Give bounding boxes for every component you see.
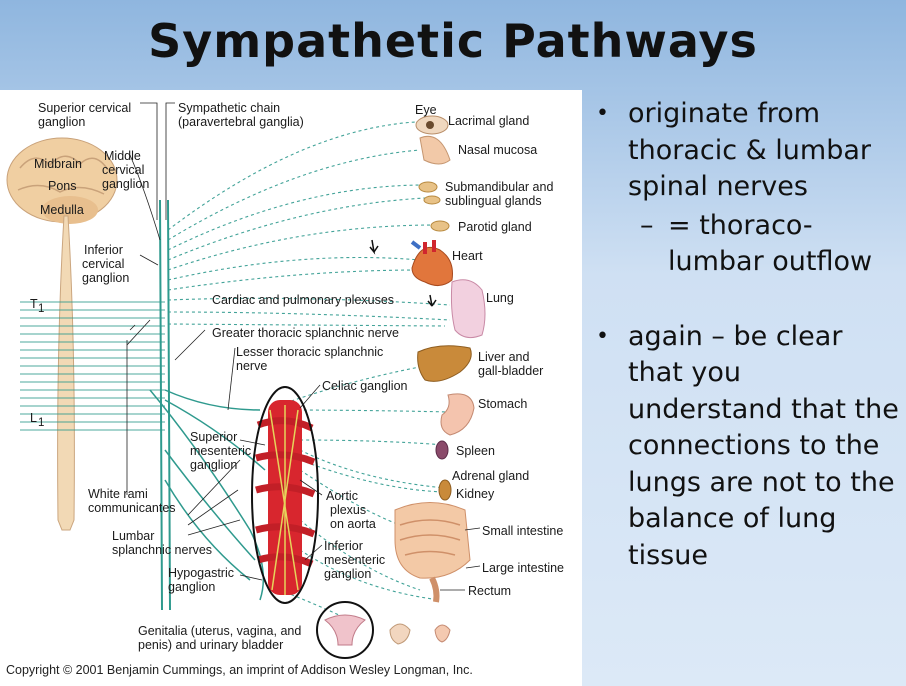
svg-text:ganglion: ganglion	[38, 115, 85, 129]
svg-text:penis) and urinary bladder: penis) and urinary bladder	[138, 638, 283, 652]
svg-text:nerve: nerve	[236, 359, 267, 373]
svg-text:Superior cervical: Superior cervical	[38, 101, 131, 115]
label-rectum: Rectum	[468, 584, 511, 598]
parotid-illustration	[430, 220, 450, 232]
svg-text:cervical: cervical	[82, 257, 124, 271]
label-lacrimal-gland: Lacrimal gland	[448, 114, 529, 128]
label-l1: L	[30, 411, 37, 425]
label-celiac-ganglion: Celiac ganglion	[322, 379, 408, 393]
label-submandibular: Submandibular and	[445, 180, 553, 194]
svg-text:ganglion: ganglion	[168, 580, 215, 594]
bullet-text: originate from thoracic & lumbar spinal …	[628, 98, 871, 202]
spleen-illustration	[435, 440, 449, 460]
bullet-text: again – be clear that you understand tha…	[628, 320, 899, 571]
svg-text:cervical: cervical	[102, 163, 144, 177]
label-medulla: Medulla	[40, 203, 84, 217]
label-pons: Pons	[48, 179, 77, 193]
label-t1: T	[30, 297, 38, 311]
label-white-rami: White rami	[88, 487, 148, 501]
label-heart: Heart	[452, 249, 483, 263]
uterus-illustration	[324, 614, 366, 646]
svg-text:ganglion: ganglion	[324, 567, 371, 581]
svg-text:splanchnic nerves: splanchnic nerves	[112, 543, 212, 557]
label-liver: Liver and	[478, 350, 529, 364]
annotation-circle-aorta	[251, 386, 319, 604]
svg-text:ganglion: ganglion	[102, 177, 149, 191]
annotation-arrow-2	[427, 294, 437, 307]
svg-text:ganglion: ganglion	[190, 458, 237, 472]
submandibular-illustration	[418, 181, 438, 193]
label-kidney: Kidney	[456, 487, 495, 501]
label-inferior-mesenteric: Inferior	[324, 539, 363, 553]
svg-text:1: 1	[38, 303, 44, 315]
sub-bullet-item: – = thoraco-lumbar outflow	[590, 208, 902, 281]
label-superior-mesenteric: Superior	[190, 430, 237, 444]
annotation-arrow-1	[369, 239, 379, 255]
kidney-illustration	[438, 479, 452, 501]
label-aortic-plexus: Aortic	[326, 489, 358, 503]
nasal-mucosa-illustration	[419, 135, 451, 165]
label-cardiac-plexuses: Cardiac and pulmonary plexuses	[212, 293, 394, 307]
slide-title: Sympathetic Pathways	[148, 14, 758, 68]
bullet-dot-icon: •	[596, 323, 609, 349]
svg-text:gall-bladder: gall-bladder	[478, 364, 543, 378]
sympathetic-chain	[159, 199, 171, 611]
aorta-plexus	[255, 400, 316, 595]
heart-illustration	[410, 240, 453, 286]
svg-text:plexus: plexus	[330, 503, 366, 517]
label-nasal-mucosa: Nasal mucosa	[458, 143, 537, 157]
eye-illustration	[415, 115, 449, 135]
copyright-notice: Copyright © 2001 Benjamin Cummings, an i…	[6, 663, 473, 677]
brain	[6, 137, 118, 224]
dash-icon: –	[640, 209, 654, 241]
label-greater-splanchnic: Greater thoracic splanchnic nerve	[212, 326, 399, 340]
svg-text:sublingual glands: sublingual glands	[445, 194, 542, 208]
spinal-cord	[57, 215, 75, 531]
svg-text:Sympathetic chain: Sympathetic chain	[178, 101, 280, 115]
liver-illustration	[417, 345, 472, 382]
sub-bullet-text: = thoraco-lumbar outflow	[668, 209, 873, 278]
rectum-illustration	[429, 576, 440, 603]
stomach-illustration	[440, 393, 475, 436]
label-lumbar-splanchnic: Lumbar	[112, 529, 154, 543]
svg-text:(paravertebral ganglia): (paravertebral ganglia)	[178, 115, 304, 129]
rami-lines	[20, 301, 165, 431]
label-sympathetic-chain: Sympathetic chain	[178, 101, 280, 115]
label-superior-cervical: Superior cervical	[38, 101, 131, 115]
label-parotid-gland: Parotid gland	[458, 220, 532, 234]
svg-text:1: 1	[38, 417, 44, 429]
label-lung: Lung	[486, 291, 514, 305]
label-inferior-cervical: Inferior	[84, 243, 123, 257]
label-spleen: Spleen	[456, 444, 495, 458]
label-adrenal-gland: Adrenal gland	[452, 469, 529, 483]
svg-text:ganglion: ganglion	[82, 271, 129, 285]
label-hypogastric: Hypogastric	[168, 566, 234, 580]
label-small-intestine: Small intestine	[482, 524, 563, 538]
bullet-item: • again – be clear that you understand t…	[590, 319, 902, 575]
sympathetic-pathways-diagram: Superior cervical ganglion Sympathetic c…	[0, 90, 582, 686]
bullet-list: • originate from thoracic & lumbar spina…	[590, 96, 902, 574]
svg-text:communicantes: communicantes	[88, 501, 176, 515]
svg-text:mesenteric: mesenteric	[324, 553, 385, 567]
label-midbrain: Midbrain	[34, 157, 82, 171]
label-large-intestine: Large intestine	[482, 561, 564, 575]
svg-text:mesenteric: mesenteric	[190, 444, 251, 458]
label-middle-cervical: Middle	[104, 149, 141, 163]
bullet-item: • originate from thoracic & lumbar spina…	[590, 96, 902, 206]
bullet-dot-icon: •	[596, 101, 609, 126]
label-eye: Eye	[415, 103, 437, 117]
label-genitalia: Genitalia (uterus, vagina, and	[138, 624, 301, 638]
label-lesser-splanchnic: Lesser thoracic splanchnic	[236, 345, 383, 359]
label-stomach: Stomach	[478, 397, 527, 411]
lung-illustration	[450, 279, 486, 339]
annotation-circle-genitalia	[316, 601, 374, 659]
svg-text:on aorta: on aorta	[330, 517, 376, 531]
